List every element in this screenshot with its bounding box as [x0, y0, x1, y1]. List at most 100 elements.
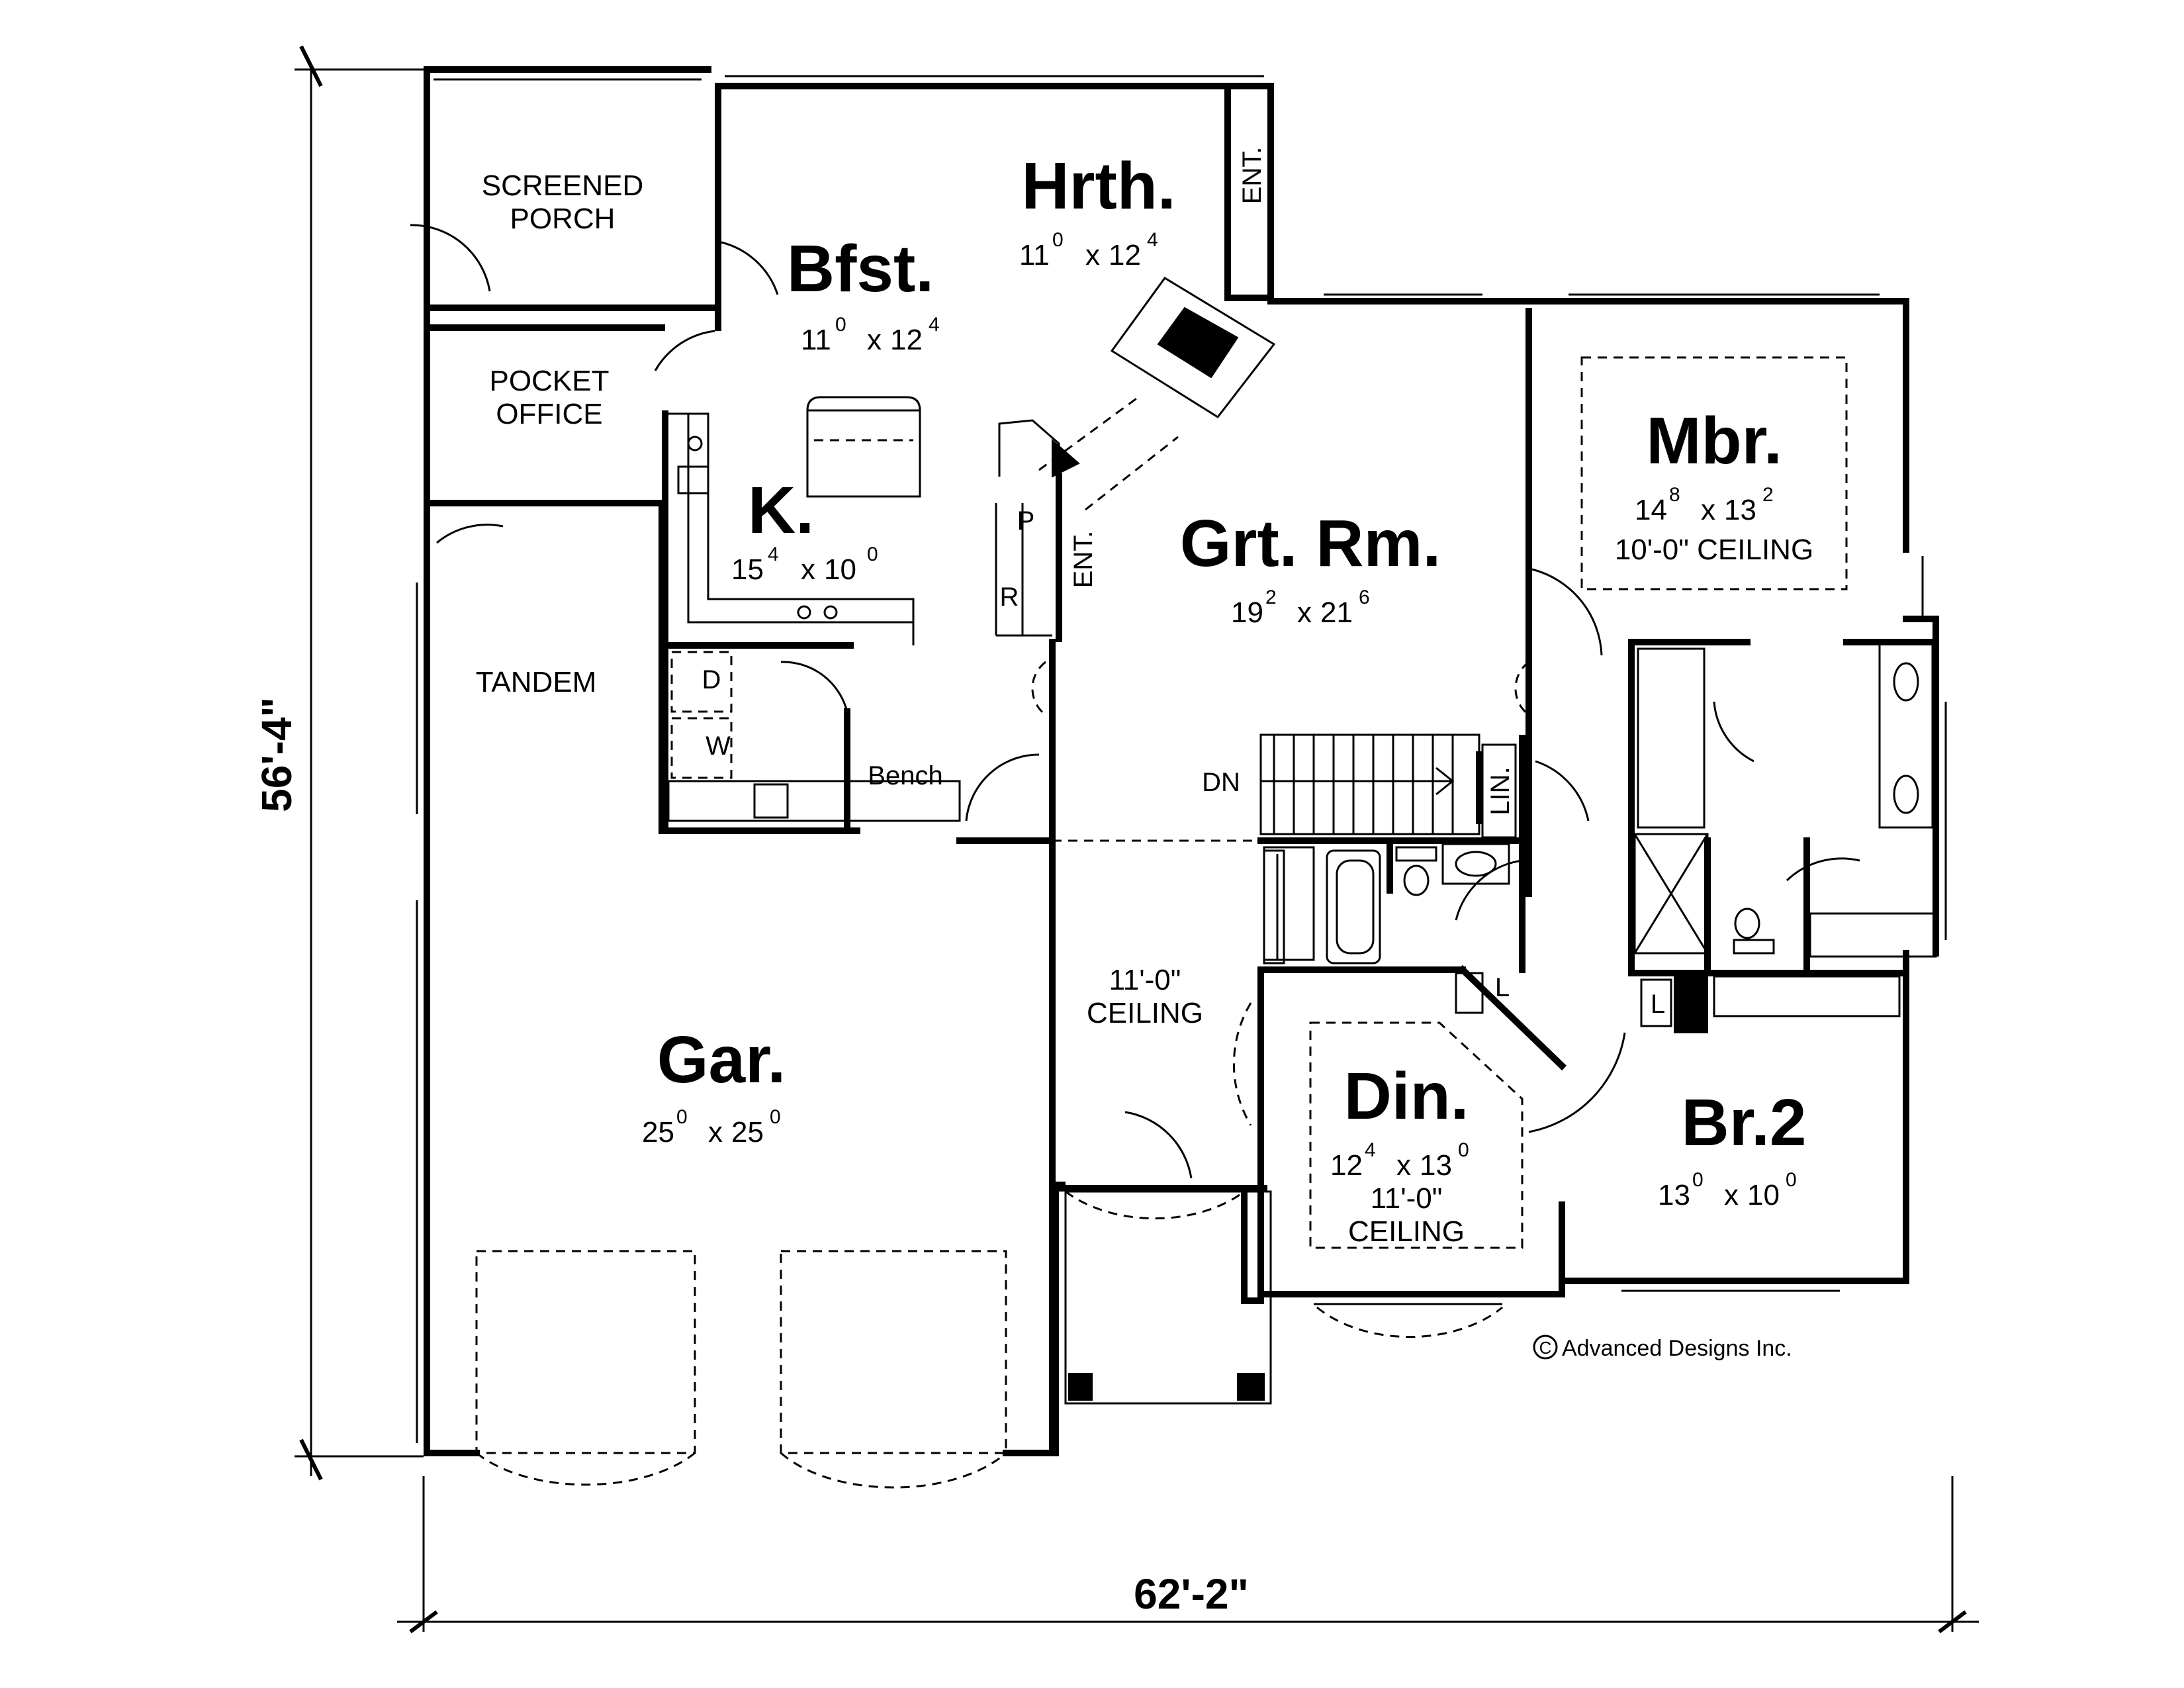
stairs	[1052, 733, 1480, 842]
bedroom2-size: 13 0 x 10 0	[1658, 1169, 1797, 1211]
doors	[410, 224, 1860, 1489]
svg-text:25: 25	[731, 1116, 764, 1149]
exterior-walls	[424, 66, 1939, 1456]
svg-text:4: 4	[768, 543, 779, 565]
screened-porch-label-2: PORCH	[510, 203, 615, 235]
kitchen-counter	[668, 412, 915, 645]
svg-text:0: 0	[835, 314, 846, 336]
master-ceiling: 10'-0" CEILING	[1615, 534, 1813, 566]
svg-text:13: 13	[1724, 494, 1756, 526]
svg-text:x: x	[1085, 239, 1100, 271]
svg-text:0: 0	[1052, 229, 1064, 251]
svg-text:6: 6	[1359, 586, 1370, 608]
garage-name: Gar.	[657, 1023, 786, 1097]
great-room-name: Grt. Rm.	[1180, 506, 1441, 581]
porch-columns	[1064, 1190, 1272, 1405]
svg-text:0: 0	[676, 1106, 688, 1128]
refrigerator-label: R	[1000, 583, 1019, 612]
depth-dimension-line	[295, 45, 424, 1481]
linen-closet-label: LIN.	[1486, 767, 1515, 815]
svg-text:14: 14	[1635, 494, 1667, 526]
hearth-entertainment-label: ENT.	[1238, 147, 1267, 205]
svg-text:12: 12	[890, 324, 923, 356]
svg-text:4: 4	[1365, 1139, 1376, 1161]
svg-text:x: x	[1701, 494, 1715, 526]
dining-name: Din.	[1344, 1059, 1469, 1133]
foyer-ceiling-height: 11'-0"	[1109, 964, 1181, 996]
pocket-office-label-2: OFFICE	[496, 398, 602, 430]
dryer-label: D	[702, 665, 721, 694]
svg-text:x: x	[867, 324, 882, 356]
foyer-ceiling-label: CEILING	[1087, 997, 1203, 1029]
master-name: Mbr.	[1646, 404, 1782, 478]
svg-text:13: 13	[1658, 1179, 1690, 1211]
svg-text:8: 8	[1669, 484, 1680, 506]
pantry-fridge	[995, 419, 1080, 637]
windows	[416, 75, 1947, 1443]
svg-text:0: 0	[1786, 1169, 1797, 1191]
svg-text:21: 21	[1320, 596, 1353, 629]
hearth-name: Hrth.	[1021, 149, 1175, 223]
svg-text:x: x	[1396, 1149, 1411, 1182]
svg-text:4: 4	[1147, 229, 1158, 251]
svg-text:11: 11	[801, 324, 831, 356]
tandem-label: TANDEM	[476, 666, 597, 698]
bedroom2-name: Br.2	[1681, 1086, 1806, 1160]
master-size: 14 8 x 13 2	[1635, 484, 1774, 526]
svg-text:2: 2	[1265, 586, 1277, 608]
kitchen-island	[806, 396, 921, 498]
depth-dimension: 56'-4"	[253, 697, 300, 812]
svg-text:13: 13	[1420, 1149, 1452, 1182]
washer-dryer	[667, 651, 961, 822]
svg-text:12: 12	[1109, 239, 1141, 271]
width-dimension: 62'-2"	[1134, 1570, 1249, 1618]
svg-text:2: 2	[1762, 484, 1774, 506]
svg-text:0: 0	[770, 1106, 781, 1128]
garage-size: 25 0 x 25 0	[642, 1106, 781, 1149]
svg-text:11: 11	[1019, 239, 1050, 271]
fireplace	[1038, 277, 1276, 511]
breakfast-size: 11 0 x 12 4	[801, 314, 940, 356]
copyright-mark: C	[1533, 1335, 1558, 1360]
hall-linen-label: L	[1651, 990, 1665, 1019]
svg-text:0: 0	[1458, 1139, 1469, 1161]
breakfast-name: Bfst.	[787, 232, 934, 306]
dining-ceiling-height: 11'-0"	[1371, 1182, 1443, 1215]
svg-text:0: 0	[1692, 1169, 1704, 1191]
master-tray-ceiling	[1580, 356, 1848, 590]
svg-text:x: x	[801, 553, 815, 586]
pocket-office-label: POCKET	[490, 365, 610, 397]
pantry-label: P	[1017, 506, 1035, 536]
svg-text:x: x	[708, 1116, 723, 1149]
dining-ceiling-label: CEILING	[1348, 1215, 1465, 1248]
svg-text:12: 12	[1330, 1149, 1363, 1182]
bench-label: Bench	[868, 761, 942, 790]
great-room-entertainment-label: ENT.	[1069, 531, 1098, 588]
svg-text:4: 4	[929, 314, 940, 336]
svg-text:10: 10	[824, 553, 856, 586]
bath-linen-label: L	[1495, 973, 1510, 1002]
svg-text:x: x	[1724, 1179, 1739, 1211]
width-dimension-line	[397, 1476, 1979, 1634]
dining-size: 12 4 x 13 0	[1330, 1139, 1469, 1182]
dining-tray-ceiling	[1309, 1021, 1524, 1249]
svg-text:0: 0	[867, 543, 878, 565]
hearth-size: 11 0 x 12 4	[1019, 229, 1158, 271]
svg-text:19: 19	[1231, 596, 1263, 629]
svg-text:10: 10	[1747, 1179, 1780, 1211]
svg-text:25: 25	[642, 1116, 674, 1149]
svg-text:x: x	[1297, 596, 1312, 629]
screened-porch-label: SCREENED	[482, 169, 644, 202]
kitchen-size: 15 4 x 10 0	[731, 543, 878, 586]
copyright-symbol: C	[1539, 1338, 1552, 1358]
kitchen-name: K.	[748, 473, 814, 547]
master-bath-fixtures	[1633, 641, 1937, 958]
stairs-down-label: DN	[1202, 768, 1240, 797]
svg-text:15: 15	[731, 553, 764, 586]
washer-label: W	[705, 731, 731, 761]
garage-door-outlines	[475, 1250, 1007, 1454]
great-room-size: 19 2 x 21 6	[1231, 586, 1370, 629]
closets	[1263, 743, 1901, 1033]
copyright-text: Advanced Designs Inc.	[1562, 1336, 1792, 1361]
